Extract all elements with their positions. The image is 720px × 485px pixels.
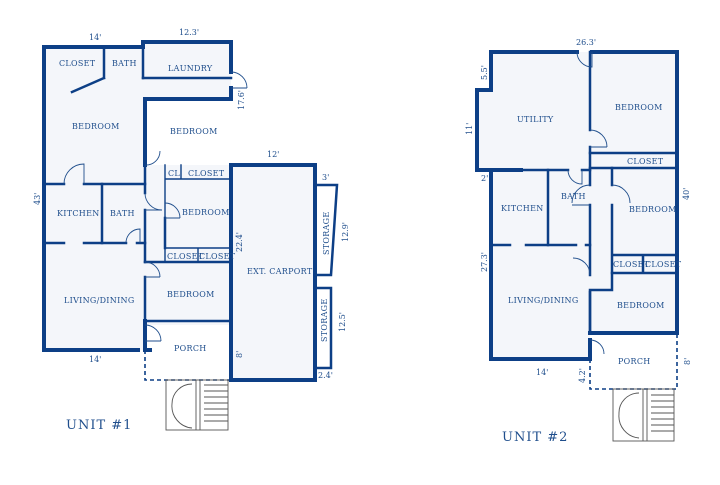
bedroom-c-label: BEDROOM xyxy=(182,208,230,217)
unit-1-stairs xyxy=(165,379,229,431)
u2-dim-notch-left: 11' xyxy=(465,123,474,135)
dim-storage-a: 12.9' xyxy=(341,222,350,242)
laundry-label: LAUNDRY xyxy=(168,64,213,73)
u2-dim-top: 26.3' xyxy=(576,38,596,47)
dim-carport-top: 12' xyxy=(267,150,279,159)
storage-b-label: STORAGE xyxy=(320,298,329,342)
u2-bedroom-a-label: BEDROOM xyxy=(615,103,663,112)
unit-2-stairs xyxy=(612,388,675,442)
u2-closet-b-label: CLOSET xyxy=(613,260,650,269)
living-dining-label: LIVING/DINING xyxy=(64,296,135,305)
porch-2-label: PORCH xyxy=(618,357,651,366)
u2-dim-right-side: 40' xyxy=(682,188,691,200)
cl-label: CL xyxy=(168,169,180,178)
dim-storage-gap: 3' xyxy=(322,173,329,182)
dim-left-side: 43' xyxy=(33,193,42,205)
dim-storage-width: 2.4' xyxy=(318,371,333,380)
porch-1-label: PORCH xyxy=(174,344,207,353)
bath-b-label: BATH xyxy=(110,209,135,218)
u2-dim-porch-left: 4.2' xyxy=(578,368,587,383)
carport-label: EXT. CARPORT xyxy=(247,267,313,276)
u2-closet-c-label: CLOSET xyxy=(645,260,682,269)
dim-top-right: 12.3' xyxy=(179,28,199,37)
storage-a-wall xyxy=(313,183,339,277)
unit-2-title: UNIT #2 xyxy=(502,430,568,445)
storage-a-label: STORAGE xyxy=(322,211,331,255)
storage-b-wall xyxy=(313,286,333,370)
dim-right-side: 17.6' xyxy=(237,90,246,110)
dim-mid-vertical: 22.4' xyxy=(235,232,244,252)
u2-dim-left-lower: 27.3' xyxy=(480,252,489,272)
u2-dim-step: 2' xyxy=(481,174,488,183)
u2-dim-bottom: 14' xyxy=(536,368,548,377)
u2-living-dining-label: LIVING/DINING xyxy=(508,296,579,305)
porch-1-outline xyxy=(144,350,231,381)
u2-bedroom-b-label: BEDROOM xyxy=(629,205,677,214)
dim-porch-depth: 8' xyxy=(235,351,244,358)
u2-kitchen-label: KITCHEN xyxy=(501,204,544,213)
closet-a-label: CLOSET xyxy=(59,59,96,68)
unit-2-plan: UTILITY BEDROOM CLOSET KITCHEN BATH BEDR… xyxy=(465,38,692,445)
unit-1-plan: CLOSET BATH LAUNDRY BEDROOM BEDROOM CL C… xyxy=(33,28,350,433)
bath-a-label: BATH xyxy=(112,59,137,68)
kitchen-label: KITCHEN xyxy=(57,209,100,218)
closet-c-label: CLOSET xyxy=(167,252,204,261)
utility-label: UTILITY xyxy=(517,115,554,124)
closet-b-label: CLOSET xyxy=(188,169,225,178)
dim-bottom: 14' xyxy=(89,355,101,364)
u2-bath-label: BATH xyxy=(561,192,586,201)
bedroom-b-label: BEDROOM xyxy=(170,127,218,136)
unit-1-exterior-wall xyxy=(42,40,233,352)
carport-wall xyxy=(229,163,317,382)
bedroom-a-label: BEDROOM xyxy=(72,122,120,131)
bedroom-d-label: BEDROOM xyxy=(167,290,215,299)
closet-d-label: CLOSET xyxy=(199,252,236,261)
u2-bedroom-c-label: BEDROOM xyxy=(617,301,665,310)
unit-1-title: UNIT #1 xyxy=(66,418,132,433)
u2-dim-notch-short: 5.5' xyxy=(480,65,489,80)
u2-closet-a-label: CLOSET xyxy=(627,157,664,166)
dim-top-left: 14' xyxy=(89,33,101,42)
dim-storage-b: 12.5' xyxy=(338,312,347,332)
u2-dim-porch-right: 8' xyxy=(683,358,692,365)
